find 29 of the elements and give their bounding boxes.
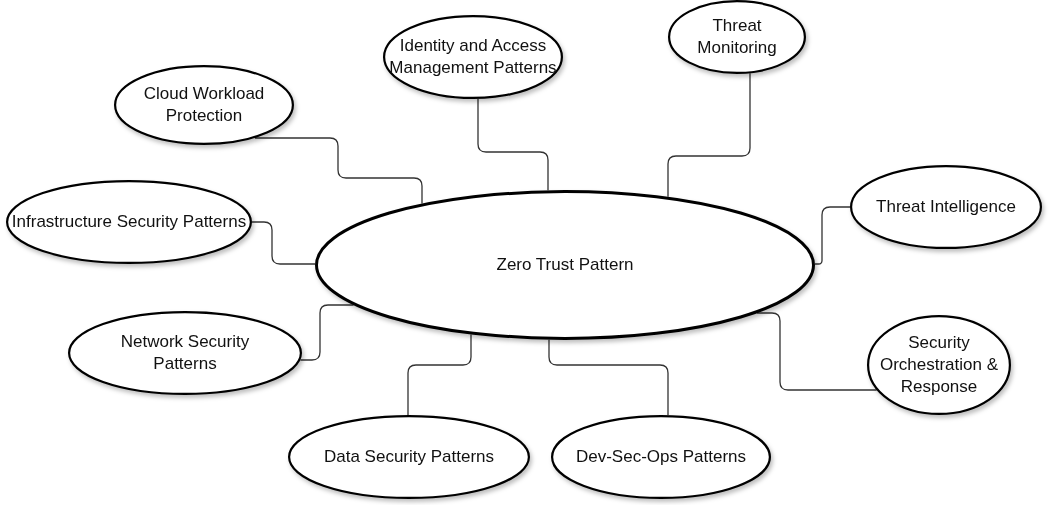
ellipse-node <box>114 65 294 145</box>
node-label: Data Security Patterns <box>322 445 496 468</box>
node-label: Threat Monitoring <box>696 14 778 59</box>
connector-line <box>299 304 355 361</box>
connector-line <box>667 72 751 198</box>
connector-line <box>548 339 669 416</box>
ellipse-node <box>6 180 252 264</box>
node-label: Security Orchestration & Response <box>878 331 1000 399</box>
connector-line <box>756 312 878 391</box>
ellipse-node <box>850 165 1042 249</box>
connector-line <box>254 137 423 205</box>
ellipse-node <box>68 311 302 395</box>
node-label: Threat Intelligence <box>875 195 1017 218</box>
ellipse-node <box>288 415 530 499</box>
connector-line <box>477 98 549 191</box>
connector-line <box>251 221 316 265</box>
node-label: Identity and Access Management Patterns <box>388 34 558 79</box>
ellipse-node <box>668 0 806 74</box>
connector-line <box>407 333 472 416</box>
node-label: Cloud Workload Protection <box>142 82 266 127</box>
central-ellipse <box>315 190 815 340</box>
ellipse-node <box>867 315 1011 415</box>
ellipse-node <box>551 415 771 499</box>
node-label: Network Security Patterns <box>119 330 251 375</box>
connector-line <box>814 206 851 265</box>
node-label: Zero Trust Pattern <box>495 253 635 276</box>
node-label: Dev-Sec-Ops Patterns <box>574 445 748 468</box>
ellipse-node <box>383 15 563 99</box>
node-label: Infrastructure Security Patterns <box>10 210 248 233</box>
